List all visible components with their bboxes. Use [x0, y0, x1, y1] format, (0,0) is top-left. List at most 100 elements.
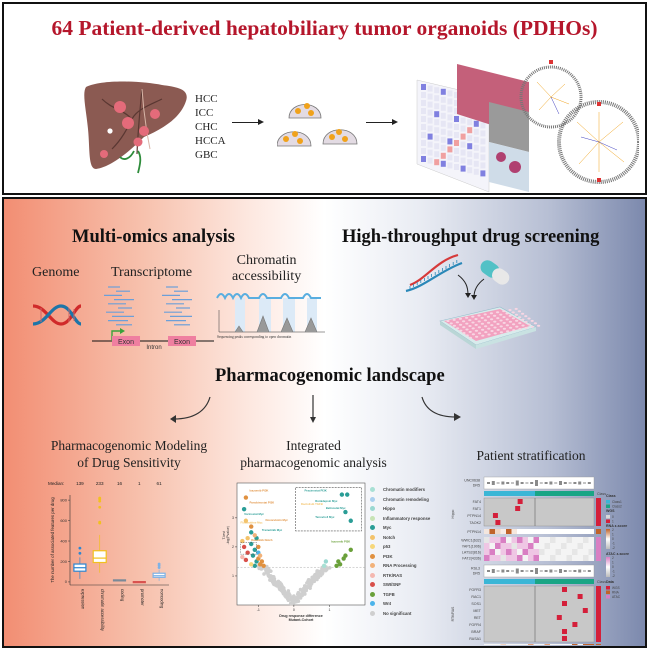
- drug-screening-title: High-throughput drug screening: [342, 227, 600, 247]
- atac-cell: [511, 543, 517, 549]
- outlier-point: [78, 546, 82, 550]
- well: [521, 324, 525, 327]
- heatmap-cell: [473, 120, 479, 127]
- well: [493, 320, 497, 323]
- heatmap-cell: [447, 98, 453, 105]
- atac-cell: [511, 555, 517, 561]
- heatmap-cell: [427, 109, 433, 116]
- colorbar-tick: 0: [612, 537, 614, 541]
- drug-response-bar: [491, 569, 495, 573]
- well: [483, 319, 487, 322]
- expression-cell: [572, 529, 578, 534]
- well: [533, 322, 537, 325]
- data-point: [288, 593, 292, 598]
- well: [446, 320, 450, 322]
- well: [459, 329, 463, 332]
- atac-cell: [539, 543, 545, 549]
- heatmap-cell: [454, 156, 459, 162]
- heatmap-cell: [427, 141, 433, 148]
- heatmap-cell: [460, 157, 466, 164]
- legend-item: Myc: [370, 523, 430, 533]
- legend-item: RNA Processing: [370, 561, 430, 571]
- colorbar-tick: 2: [612, 556, 614, 560]
- data-point: [249, 530, 254, 535]
- data-point: [315, 569, 319, 573]
- drug-response-bar: [578, 481, 582, 485]
- expression-cell: [522, 644, 528, 645]
- outlier-point: [157, 566, 161, 570]
- legend-swatch: [370, 544, 375, 550]
- box: [92, 550, 107, 564]
- arrow-right-icon: [454, 413, 461, 421]
- data-point: [240, 538, 245, 544]
- heatmap-cell: [421, 124, 426, 130]
- heatmap-cell: [460, 133, 466, 140]
- point-annotation: Fludarabine Myc: [241, 521, 264, 525]
- mutation-cell: [517, 499, 523, 504]
- colorbar-tick: 1: [612, 561, 614, 565]
- expression-cell: [511, 529, 517, 534]
- well: [514, 307, 518, 310]
- outlier-point: [98, 520, 102, 524]
- well: [506, 330, 510, 333]
- x-tick-label: expression: [80, 589, 85, 610]
- y-axis-label: T-test: [222, 531, 226, 540]
- well: [496, 317, 500, 320]
- legend-swatch: [370, 506, 375, 512]
- data-point: [321, 563, 327, 568]
- outlier-point: [98, 496, 102, 500]
- y-tick-label: 600: [60, 518, 67, 523]
- heatmap-cell: [467, 143, 473, 150]
- atac-cell: [484, 543, 490, 549]
- legend-swatch: [370, 487, 375, 493]
- drug-response-bar: [573, 482, 577, 484]
- well: [471, 327, 475, 330]
- data-point: [252, 533, 257, 538]
- heatmap-cell: [480, 130, 486, 137]
- legend-swatch: [370, 525, 375, 531]
- well: [524, 315, 528, 318]
- rna-colorbar: [606, 529, 610, 549]
- atac-cell: [522, 543, 528, 549]
- gene-label: RET: [474, 616, 482, 620]
- atac-cell: [555, 549, 561, 555]
- well: [486, 315, 490, 318]
- legend-item: Chromatin modifiers: [370, 485, 430, 495]
- heatmap-cell: [421, 148, 426, 154]
- expression-cell: [500, 529, 506, 534]
- class-label: Class: [597, 580, 606, 584]
- atac-cell: [555, 555, 561, 561]
- point-annotation: Romidepsin Myc: [315, 499, 338, 503]
- heatmap-cell: [440, 144, 446, 151]
- atac-cell: [517, 549, 523, 555]
- data-point: [308, 586, 312, 590]
- data-point: [250, 553, 256, 558]
- gene-label: LATS2(816): [462, 551, 481, 555]
- median-value: 139: [76, 481, 84, 486]
- data-point: [271, 575, 276, 579]
- y-axis-label: The number of associated features per dr…: [50, 497, 55, 583]
- legend-label: TGFB: [383, 591, 395, 597]
- legend-swatch: [370, 553, 375, 559]
- expression-cell: [588, 529, 594, 534]
- well: [512, 329, 516, 332]
- well: [502, 327, 506, 330]
- expression-cell: [517, 644, 523, 645]
- drug-response-bar: [535, 480, 538, 486]
- well: [505, 312, 509, 315]
- legend-swatch: [606, 500, 610, 504]
- well: [502, 321, 506, 324]
- well: [508, 320, 512, 323]
- data-point: [343, 553, 348, 558]
- mutation-cell: [515, 506, 521, 511]
- heatmap-cell: [454, 108, 459, 114]
- expression-cell: [555, 529, 561, 534]
- data-point: [268, 578, 272, 582]
- data-point: [241, 506, 247, 512]
- heatmap-cell: [480, 162, 486, 169]
- well: [515, 319, 519, 322]
- heatmap-cell: [454, 164, 459, 170]
- drug-response-bar: [539, 482, 543, 484]
- gene-label: FAT2(4336): [462, 557, 481, 561]
